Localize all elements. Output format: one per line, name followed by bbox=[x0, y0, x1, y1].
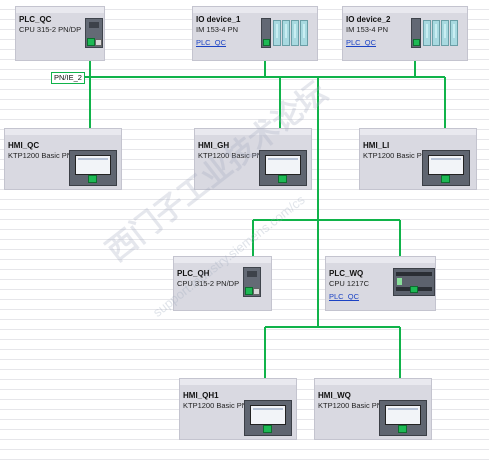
device-header bbox=[326, 257, 435, 263]
hmi-panel-icon bbox=[379, 400, 427, 436]
device-type: KTP1200 Basic PN bbox=[183, 401, 248, 410]
assigned-controller-link[interactable]: PLC_QC bbox=[346, 38, 377, 47]
device-name: HMI_GH bbox=[198, 141, 230, 150]
port-icon bbox=[253, 288, 260, 295]
profinet-port-icon[interactable] bbox=[245, 287, 253, 295]
hmi-panel-icon bbox=[69, 150, 117, 186]
device-name: PLC_WQ bbox=[329, 269, 364, 278]
device-header bbox=[193, 7, 317, 13]
device-name: PLC_QH bbox=[177, 269, 210, 278]
device-type: CPU 1217C bbox=[329, 279, 370, 288]
device-hmi-wq[interactable]: HMI_WQ KTP1200 Basic PN bbox=[314, 378, 432, 440]
profinet-port-icon[interactable] bbox=[410, 286, 418, 293]
profinet-port-icon[interactable] bbox=[398, 425, 407, 433]
device-type: KTP1200 Basic PN bbox=[198, 151, 263, 160]
device-type: KTP1200 Basic PN bbox=[318, 401, 383, 410]
device-header bbox=[195, 129, 311, 135]
hmi-panel-icon bbox=[259, 150, 307, 186]
plc-s7-1200-icon bbox=[393, 268, 435, 296]
device-header bbox=[5, 129, 121, 135]
device-type: IM 153-4 PN bbox=[346, 25, 389, 34]
device-plc-wq[interactable]: PLC_WQ CPU 1217C PLC_QC bbox=[325, 256, 436, 311]
profinet-port-icon[interactable] bbox=[263, 425, 272, 433]
device-header bbox=[16, 7, 104, 13]
device-hmi-li[interactable]: HMI_LI KTP1200 Basic PN bbox=[359, 128, 477, 190]
plc-s7-300-icon bbox=[243, 267, 261, 297]
device-name: PLC_QC bbox=[19, 15, 52, 24]
device-name: HMI_WQ bbox=[318, 391, 351, 400]
hmi-panel-icon bbox=[422, 150, 470, 186]
device-type: IM 153-4 PN bbox=[196, 25, 239, 34]
assigned-controller-link[interactable]: PLC_QC bbox=[329, 292, 360, 301]
device-name: IO device_2 bbox=[346, 15, 391, 24]
device-type: CPU 315-2 PN/DP bbox=[19, 25, 82, 34]
device-header bbox=[315, 379, 431, 385]
profinet-port-icon[interactable] bbox=[441, 175, 450, 183]
device-name: HMI_LI bbox=[363, 141, 390, 150]
device-header bbox=[174, 257, 271, 263]
network-label[interactable]: PN/IE_2 bbox=[51, 72, 85, 84]
device-header bbox=[180, 379, 296, 385]
device-io-device-1[interactable]: IO device_1 IM 153-4 PN PLC_QC bbox=[192, 6, 318, 61]
profinet-port-icon[interactable] bbox=[413, 39, 420, 46]
device-name: HMI_QH1 bbox=[183, 391, 219, 400]
profinet-port-icon[interactable] bbox=[263, 39, 270, 46]
io-device-icon bbox=[411, 18, 463, 48]
io-device-icon bbox=[261, 18, 313, 48]
device-header bbox=[360, 129, 476, 135]
device-type: CPU 315-2 PN/DP bbox=[177, 279, 240, 288]
device-name: IO device_1 bbox=[196, 15, 241, 24]
profinet-port-icon[interactable] bbox=[278, 175, 287, 183]
device-header bbox=[343, 7, 467, 13]
device-hmi-gh[interactable]: HMI_GH KTP1200 Basic PN bbox=[194, 128, 312, 190]
profinet-port-icon[interactable] bbox=[87, 38, 95, 46]
device-io-device-2[interactable]: IO device_2 IM 153-4 PN PLC_QC bbox=[342, 6, 468, 61]
device-name: HMI_QC bbox=[8, 141, 40, 150]
device-hmi-qc[interactable]: HMI_QC KTP1200 Basic PN bbox=[4, 128, 122, 190]
device-plc-qc[interactable]: PLC_QC CPU 315-2 PN/DP bbox=[15, 6, 105, 61]
device-hmi-qh1[interactable]: HMI_QH1 KTP1200 Basic PN bbox=[179, 378, 297, 440]
device-type: KTP1200 Basic PN bbox=[363, 151, 428, 160]
assigned-controller-link[interactable]: PLC_QC bbox=[196, 38, 227, 47]
device-type: KTP1200 Basic PN bbox=[8, 151, 73, 160]
profinet-port-icon[interactable] bbox=[88, 175, 97, 183]
device-plc-qh[interactable]: PLC_QH CPU 315-2 PN/DP bbox=[173, 256, 272, 311]
port-icon bbox=[95, 39, 102, 46]
plc-s7-300-icon bbox=[85, 18, 103, 48]
hmi-panel-icon bbox=[244, 400, 292, 436]
